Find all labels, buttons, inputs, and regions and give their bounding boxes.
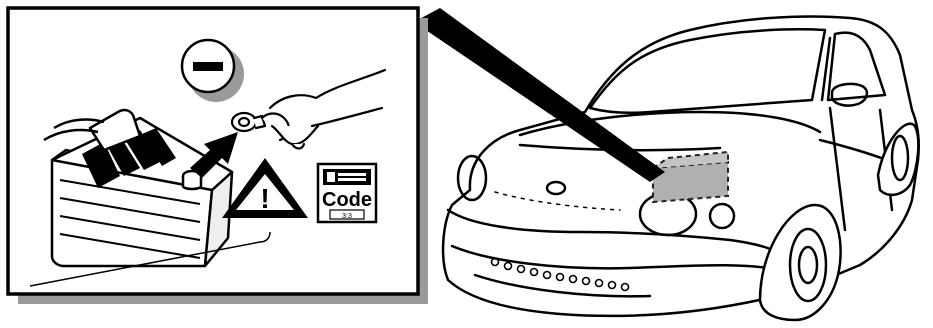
warning-symbol: ! <box>260 183 269 214</box>
code-label: Code <box>322 189 372 211</box>
radio-code-icon: Code 3:3 <box>318 164 376 222</box>
code-sublabel: 3:3 <box>342 213 352 220</box>
